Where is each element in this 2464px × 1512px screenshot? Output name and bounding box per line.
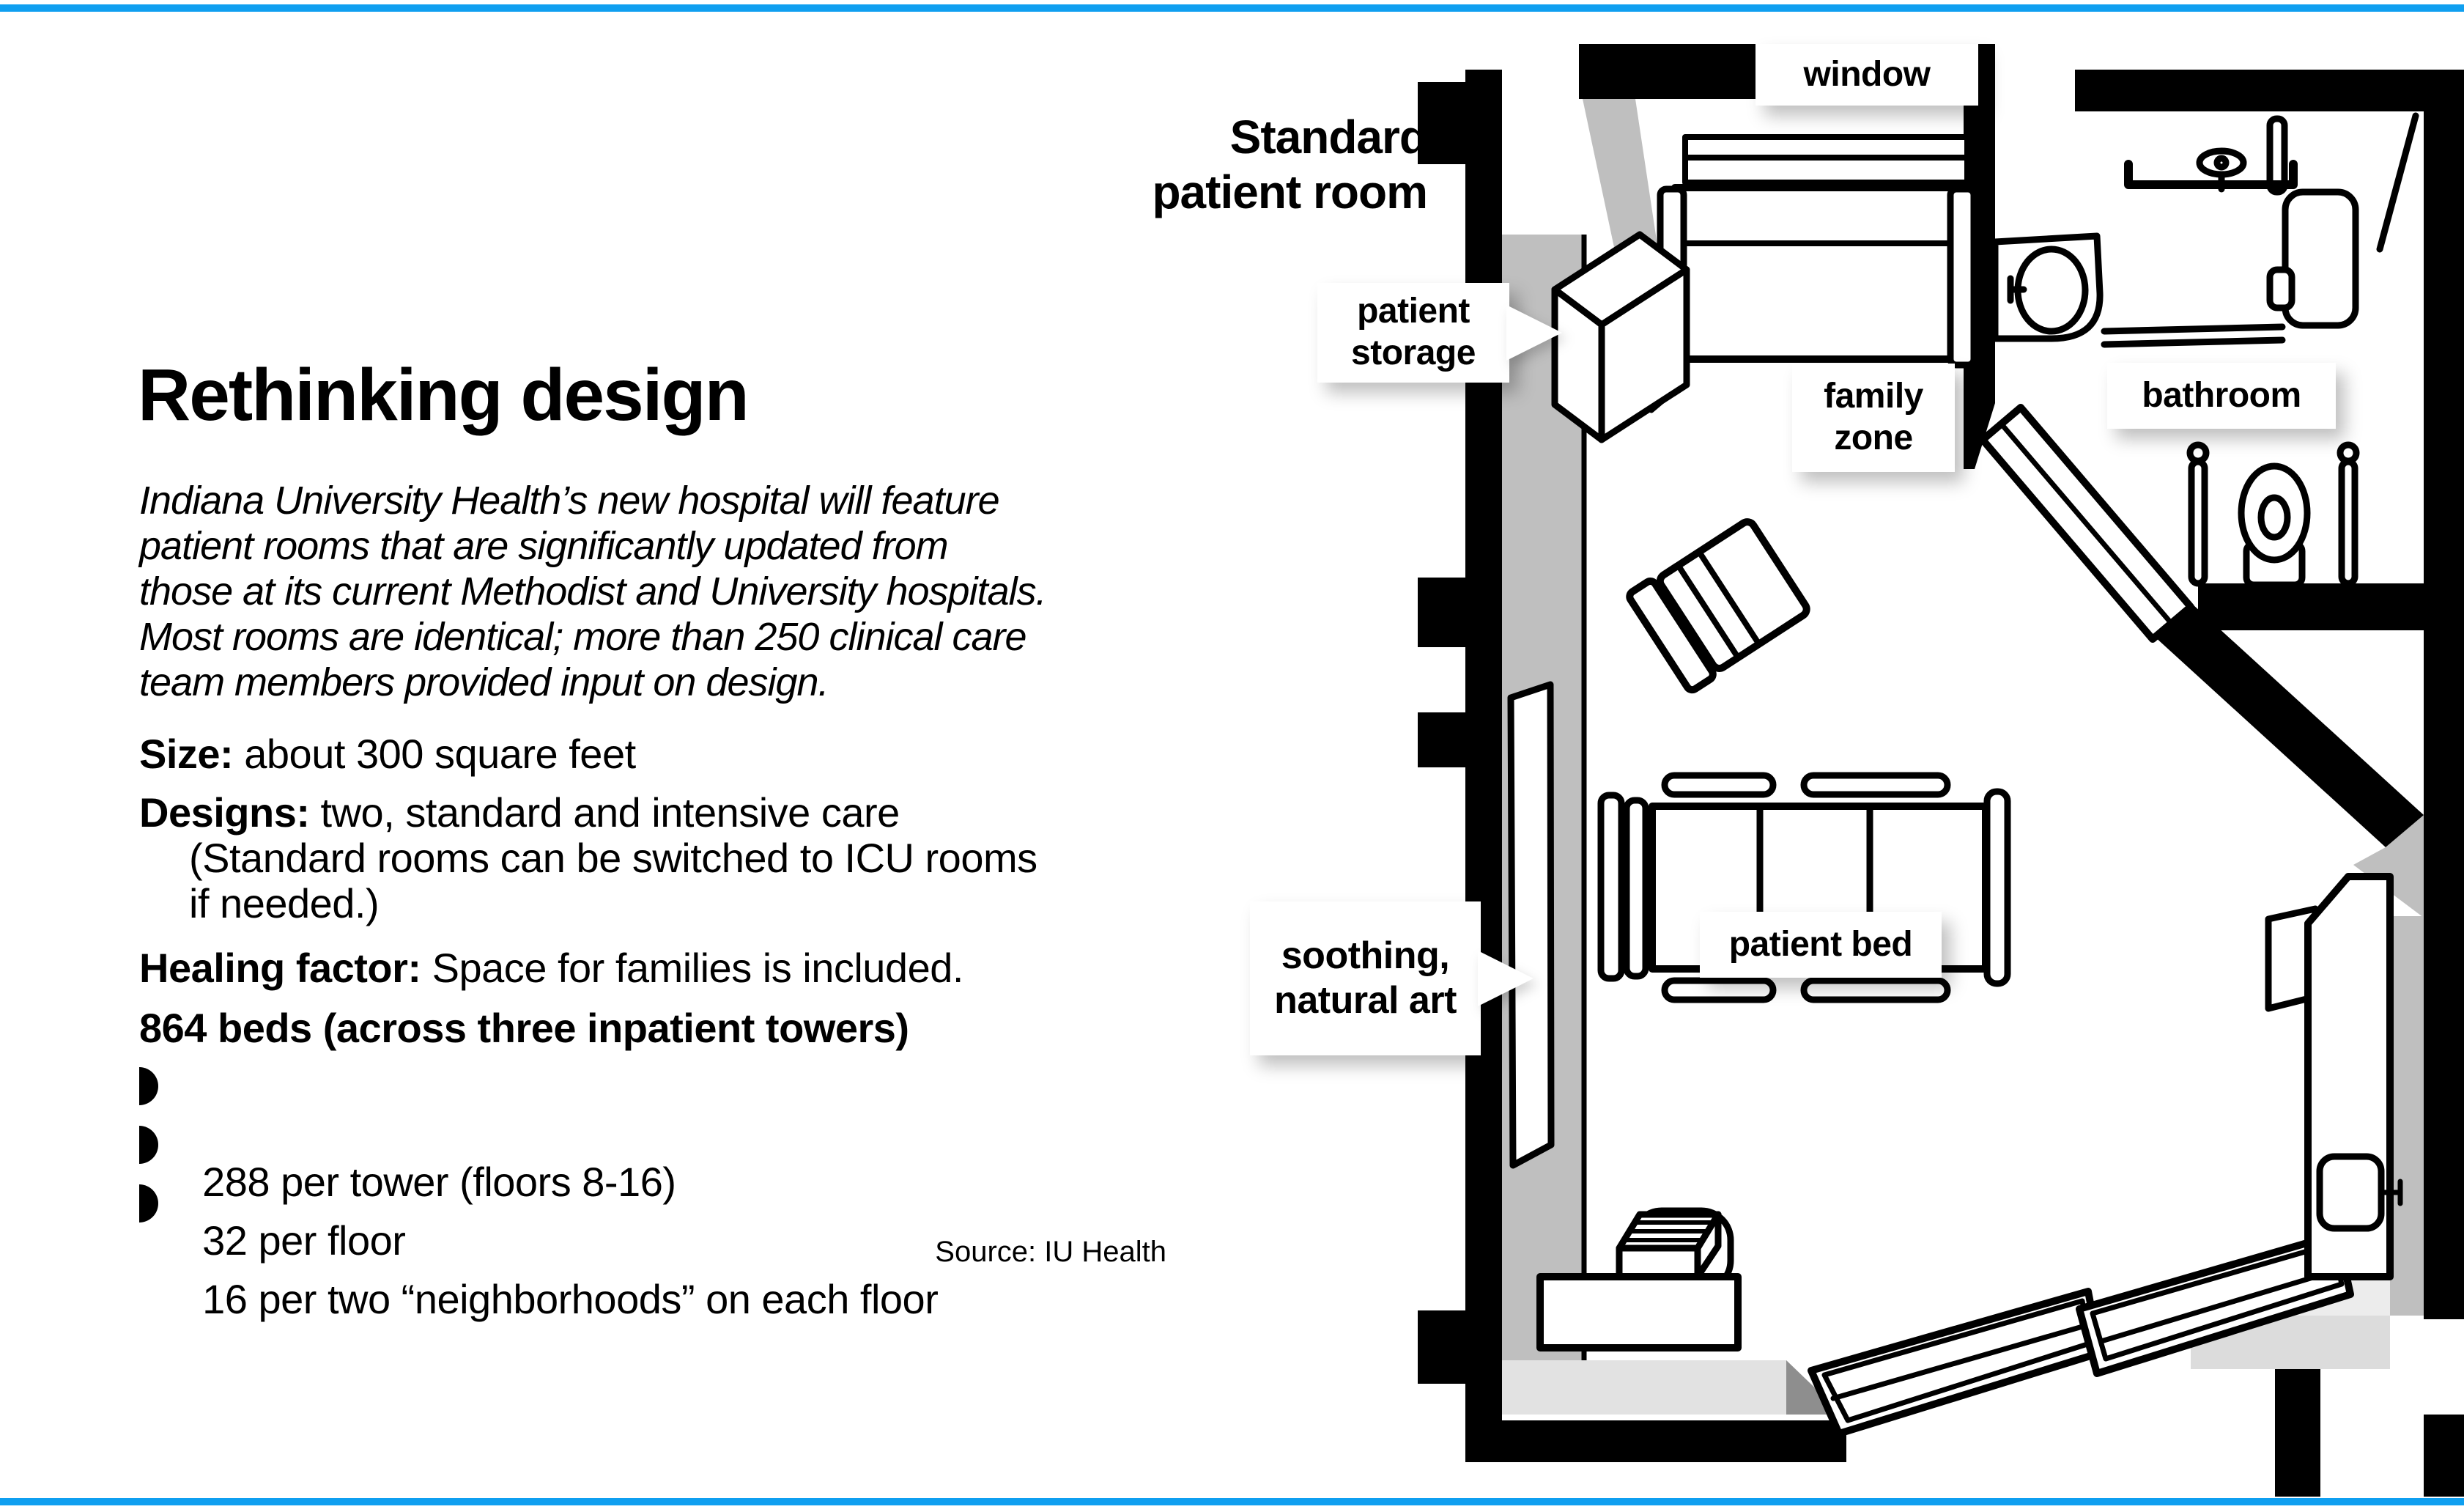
fact-designs: Designs: two, standard and intensive car… (139, 789, 900, 836)
bullet-text: 288 per tower (floors 8-16) (202, 1159, 676, 1205)
label-pointer-triangle (1506, 305, 1562, 361)
grab-bar-icon (2124, 160, 2298, 189)
source-credit: Source: IU Health (935, 1236, 1166, 1268)
caregiver-counter (2265, 873, 2403, 1280)
bullet-text: 16 per two “neighborhoods” on each floor (202, 1276, 939, 1322)
label-window-text: window (1803, 54, 1931, 94)
fact-size: Size: about 300 square feet (139, 730, 636, 778)
fact-beds: 864 beds (across three inpatient towers) (139, 1004, 909, 1052)
bathroom-fixtures (1979, 112, 2419, 643)
plan-title-line1: Standard (1229, 111, 1428, 163)
lounge-chair (1626, 518, 1810, 694)
bullet-text: 32 per floor (202, 1217, 406, 1264)
shower-rail-icon (2266, 115, 2288, 196)
art-panel (1507, 681, 1555, 1169)
label-art-line1: soothing, (1281, 934, 1450, 977)
desk-area (1536, 1207, 1742, 1351)
fact-designs-note2-text: if needed.) (189, 880, 380, 926)
top-accent-bar (0, 4, 2464, 12)
label-patient-bed-text: patient bed (1728, 924, 1913, 964)
plan-title-line2: patient room (1152, 166, 1428, 218)
intro-line: Most rooms are identical; more than 250 … (139, 615, 1027, 659)
fact-designs-note1-text: (Standard rooms can be switched to ICU r… (189, 835, 1037, 881)
intro-line: patient rooms that are significantly upd… (139, 524, 949, 568)
label-family-zone-line1: family (1824, 377, 1923, 416)
bullet-item: 288 per tower (floors 8-16) (139, 1063, 676, 1206)
label-patient-storage: patient storage (1317, 283, 1562, 383)
label-bathroom: bathroom (2107, 363, 2336, 429)
bottom-accent-bar (0, 1498, 2464, 1505)
fact-designs-note2: if needed.) (189, 879, 380, 927)
intro-line: team members provided input on design. (139, 660, 829, 704)
label-pointer-triangle (1478, 951, 1533, 1006)
label-soothing-natural-art: soothing, natural art (1250, 901, 1533, 1055)
fact-beds-label: 864 beds (across three inpatient towers) (139, 1005, 909, 1051)
fact-healing-value: Space for families is included. (421, 945, 964, 991)
intro-line: Indiana University Health’s new hospital… (139, 479, 1000, 523)
bullet-item: 16 per two “neighborhoods” on each floor (139, 1180, 939, 1323)
toilet-grab-bar-icon (2188, 458, 2208, 587)
shower-bench-icon (2282, 188, 2359, 329)
counter-sink-icon (2316, 1153, 2385, 1232)
vanity-edge-line (2101, 323, 2286, 335)
vanity-edge-line (2101, 336, 2286, 348)
plan-title: Standard patient room (879, 110, 1428, 220)
label-family-zone-line2: zone (1834, 418, 1913, 457)
fact-designs-value: two, standard and intensive care (309, 789, 900, 836)
label-patient-storage-line2: storage (1351, 333, 1476, 372)
label-patient-storage-line1: patient (1357, 292, 1470, 331)
label-art-line2: natural art (1274, 979, 1457, 1022)
fact-designs-note1: (Standard rooms can be switched to ICU r… (189, 834, 1037, 882)
fact-healing-label: Healing factor: (139, 945, 421, 991)
room-furniture (1507, 134, 2403, 1437)
family-zone-sofa (1657, 184, 1978, 369)
fact-healing: Healing factor: Space for families is in… (139, 944, 963, 992)
label-family-zone: family zone (1792, 364, 1955, 472)
window-glazing (1682, 134, 1970, 185)
desk-top (1536, 1273, 1742, 1351)
toilet-grab-bar-icon (2338, 458, 2358, 587)
shower-bench-step (2266, 266, 2295, 311)
corner-perspective-line (2376, 112, 2419, 253)
patient-storage-box (1551, 231, 1690, 443)
chart-stack (1616, 1211, 1722, 1280)
fact-size-label: Size: (139, 731, 234, 777)
shower-head-icon (2196, 147, 2247, 193)
sink-bowl-icon (2014, 246, 2089, 335)
sliding-glass-door (1808, 1231, 2354, 1437)
bullet-item: 32 per floor (139, 1121, 406, 1264)
fact-size-value: about 300 square feet (233, 731, 636, 777)
page-title: Rethinking design (138, 354, 750, 436)
fact-designs-label: Designs: (139, 789, 310, 836)
label-patient-bed: patient bed (1700, 912, 1942, 978)
label-bathroom-text: bathroom (2142, 375, 2301, 415)
label-window: window (1755, 44, 1978, 106)
intro-line: those at its current Methodist and Unive… (139, 569, 1047, 613)
